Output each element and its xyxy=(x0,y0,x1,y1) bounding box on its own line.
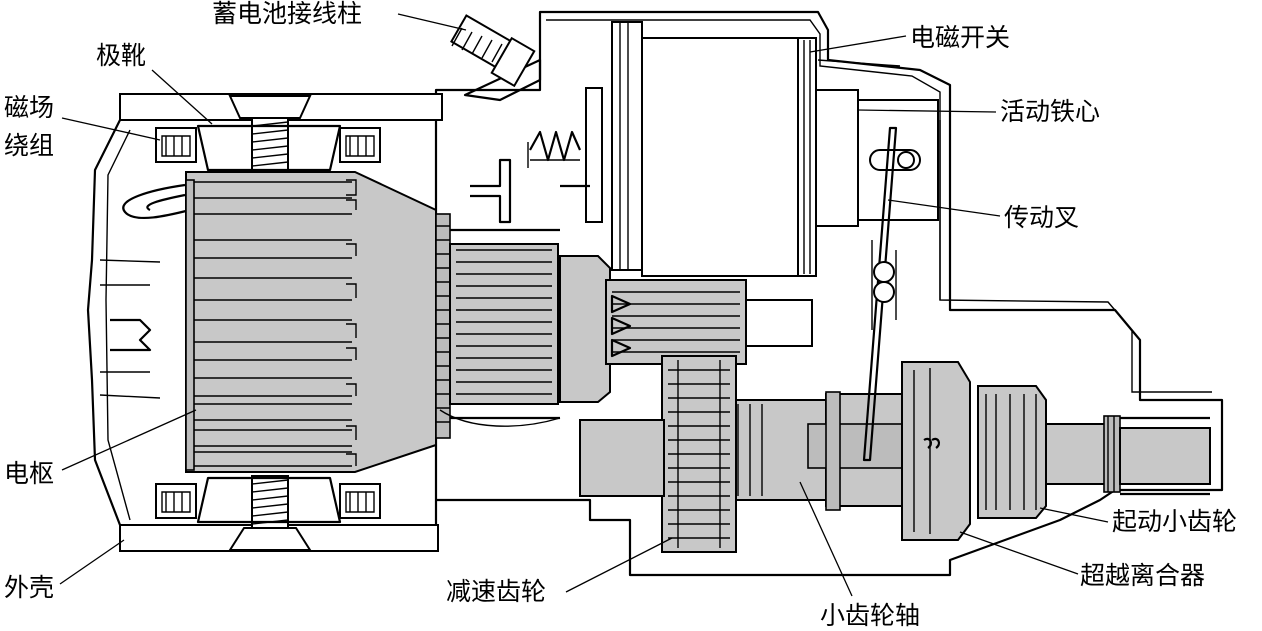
label-battery-terminal: 蓄电池接线柱 xyxy=(212,0,362,28)
leader-reduction-gear xyxy=(565,537,673,593)
leader-lines xyxy=(59,13,1109,597)
leader-field-winding xyxy=(61,117,161,141)
overrunning-clutch xyxy=(901,361,971,541)
pole-shoe-bottom xyxy=(196,475,342,551)
label-shift-fork: 传动叉 xyxy=(1004,203,1079,232)
labels: 蓄电池接线柱 极靴 磁场 绕组 电枢 外壳 电磁开关 活动铁心 传动叉 起动小齿… xyxy=(4,0,1237,630)
starter-pinion xyxy=(977,385,1211,519)
field-winding-coils xyxy=(155,127,381,519)
label-armature: 电枢 xyxy=(4,459,54,488)
label-overrunning-clutch: 超越离合器 xyxy=(1080,561,1205,590)
leader-armature xyxy=(61,409,197,471)
label-pole-shoe: 极靴 xyxy=(96,41,146,70)
shift-fork xyxy=(862,126,898,462)
leader-clutch xyxy=(959,531,1079,575)
label-plunger: 活动铁心 xyxy=(1000,97,1100,126)
label-reduction-gear: 减速齿轮 xyxy=(446,577,546,606)
label-field-winding-line1: 磁场 xyxy=(4,93,54,122)
pole-shoe-top xyxy=(196,95,342,172)
leader-pole-shoe xyxy=(151,69,213,125)
battery-terminal-stud xyxy=(450,14,542,102)
plunger xyxy=(815,89,939,227)
label-starter-pinion: 起动小齿轮 xyxy=(1112,507,1237,536)
leader-shift-fork xyxy=(887,199,1001,217)
label-field-winding-line2: 绕组 xyxy=(4,131,54,160)
leader-plunger xyxy=(857,109,997,113)
leader-solenoid xyxy=(809,35,907,53)
reduction-gear xyxy=(579,355,737,553)
armature xyxy=(185,171,451,473)
leader-housing xyxy=(59,539,125,585)
intermediate-gear xyxy=(559,255,813,403)
housing-outline xyxy=(434,10,1224,577)
pinion-shaft xyxy=(735,391,929,511)
leader-battery-terminal xyxy=(397,13,467,31)
label-pinion-shaft: 小齿轮轴 xyxy=(820,601,920,630)
leader-pinion-shaft xyxy=(799,481,853,597)
leader-pinion xyxy=(1039,507,1109,523)
armature-shaft-gear xyxy=(439,228,561,427)
label-solenoid-switch: 电磁开关 xyxy=(910,23,1010,52)
label-housing: 外壳 xyxy=(4,573,54,602)
